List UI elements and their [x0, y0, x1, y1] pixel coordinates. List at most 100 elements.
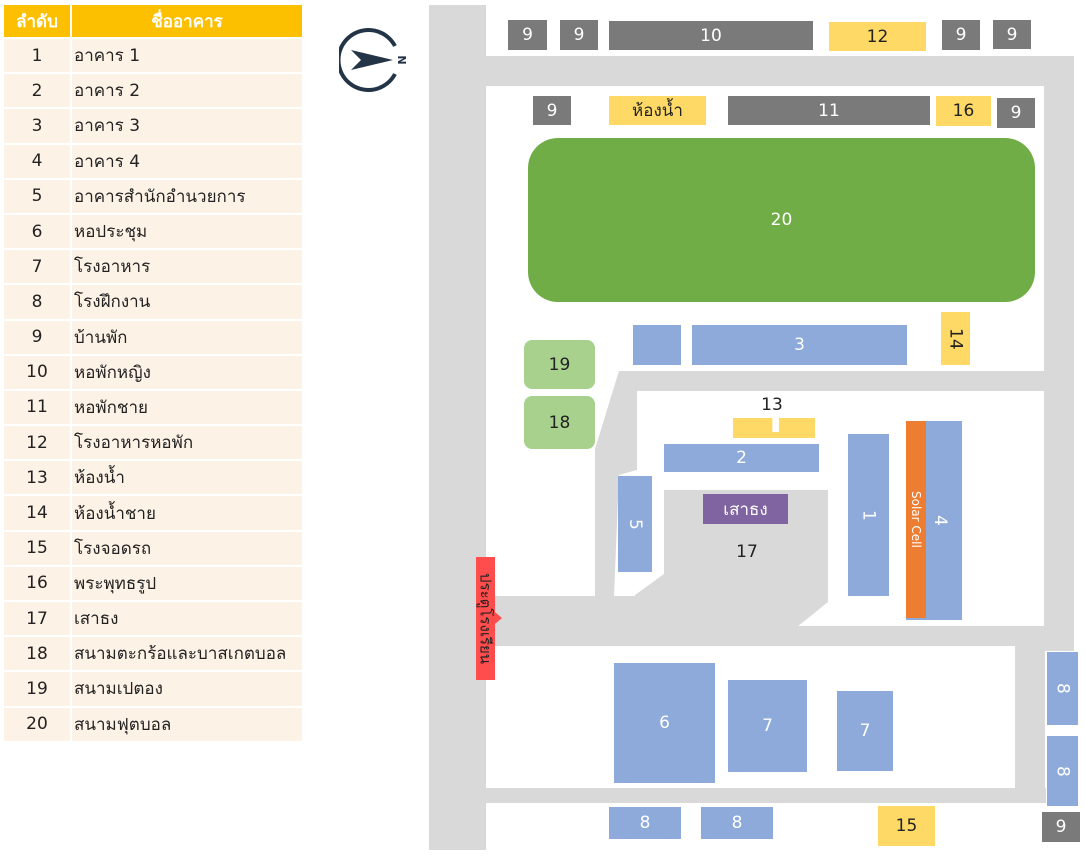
road-east [1044, 56, 1074, 651]
building-5[interactable]: 5 [618, 476, 652, 572]
legend-row-name: โรงฝึกงาน [74, 292, 151, 313]
gate-arrow-icon [495, 612, 502, 624]
road-south [486, 788, 1046, 803]
legend-row-name: เสาธง [74, 609, 119, 630]
building-8-east-b[interactable]: 8 [1047, 736, 1078, 806]
football-field-20[interactable]: 20 [528, 138, 1035, 302]
building-7-b[interactable]: 7 [837, 691, 893, 771]
building-1[interactable]: 1 [848, 434, 889, 596]
legend-row-number: 9 [4, 320, 72, 354]
flagpole-number-label: 17 [736, 542, 758, 562]
legend-header: ลำดับ ชื่ออาคาร [4, 5, 302, 37]
legend-row-name: พระพุทธรูป [74, 573, 157, 594]
building-9-e[interactable]: 9 [533, 96, 571, 125]
building-9-b[interactable]: 9 [560, 20, 598, 50]
takraw-court-18[interactable]: 18 [524, 396, 595, 449]
legend-row-name: หอประชุม [74, 222, 148, 243]
building-restroom-top[interactable]: ห้องน้ำ [609, 96, 706, 125]
road-inner-north [619, 371, 1044, 391]
building-9-c[interactable]: 9 [942, 20, 980, 50]
building-13[interactable] [733, 418, 815, 438]
building-6[interactable]: 6 [614, 663, 715, 783]
legend-row-name: โรงอาหาร [74, 257, 151, 278]
legend-row-name: บ้านพัก [74, 327, 128, 348]
building-10[interactable]: 10 [609, 21, 813, 50]
building-8-east-a[interactable]: 8 [1047, 652, 1078, 725]
legend-row-name: สนามเปตอง [74, 679, 163, 700]
compass-icon: N [336, 28, 411, 92]
legend-header-no: ลำดับ [4, 5, 72, 37]
legend-row-number: 17 [4, 602, 72, 636]
building-12[interactable]: 12 [829, 22, 926, 51]
building-11[interactable]: 11 [728, 96, 930, 125]
building-3-annex[interactable] [633, 325, 681, 365]
legend-row-number: 3 [4, 109, 72, 143]
legend-row-name: อาคาร 2 [74, 81, 141, 102]
legend-row-number: 7 [4, 250, 72, 284]
legend-row-name: หอพักหญิง [74, 362, 151, 383]
building-8-south-b[interactable]: 8 [701, 807, 773, 839]
road-middle [486, 626, 1046, 646]
solar-cell[interactable]: Solar Cell [906, 421, 926, 618]
legend-row-name: สนามฟุตบอล [74, 714, 172, 735]
legend-row-number: 13 [4, 461, 72, 495]
building-15[interactable]: 15 [878, 806, 935, 846]
legend-row-name: ห้องน้ำ [74, 468, 125, 489]
legend-row-name: อาคาร 1 [74, 46, 141, 67]
legend-row-name: อาคาร 3 [74, 116, 141, 137]
legend-row-number: 5 [4, 179, 72, 213]
building-9-a[interactable]: 9 [508, 20, 547, 50]
legend-row-number: 8 [4, 285, 72, 319]
legend-row-name: โรงอาหารหอพัก [74, 433, 194, 454]
building-2[interactable]: 2 [664, 444, 819, 472]
legend-row-number: 15 [4, 531, 72, 565]
legend-row-name: ห้องน้ำชาย [74, 503, 156, 524]
legend-row-number: 1 [4, 39, 72, 73]
road-east-lower [1015, 640, 1045, 790]
legend-header-name: ชื่ออาคาร [151, 11, 223, 32]
legend-row-name: หอพักชาย [74, 397, 148, 418]
legend-row-number: 12 [4, 426, 72, 460]
road-north [429, 56, 1044, 86]
legend-row-number: 14 [4, 496, 72, 530]
school-gate[interactable]: ประตูโรงเรียน [476, 557, 495, 680]
building-13-label: 13 [761, 395, 783, 415]
building-8-south-a[interactable]: 8 [609, 807, 681, 839]
legend-row-name: อาคาร 4 [74, 151, 141, 172]
legend-row-number: 10 [4, 355, 72, 389]
building-3[interactable]: 3 [692, 325, 907, 365]
building-16[interactable]: 16 [936, 96, 991, 126]
legend-row-number: 4 [4, 144, 72, 178]
building-9-g[interactable]: 9 [1042, 812, 1080, 842]
building-9-d[interactable]: 9 [993, 20, 1031, 49]
legend-row-number: 16 [4, 566, 72, 600]
compass-north-label: N [395, 55, 408, 64]
legend-row-number: 6 [4, 214, 72, 249]
building-9-f[interactable]: 9 [997, 98, 1035, 128]
legend-row-number: 2 [4, 74, 72, 108]
petanque-court-19[interactable]: 19 [524, 340, 595, 389]
flagpole-17[interactable]: เสาธง [703, 494, 788, 524]
building-14[interactable]: 14 [941, 312, 970, 365]
building-7-a[interactable]: 7 [728, 680, 807, 772]
legend-row-number: 19 [4, 672, 72, 706]
legend-row-number: 18 [4, 637, 72, 671]
